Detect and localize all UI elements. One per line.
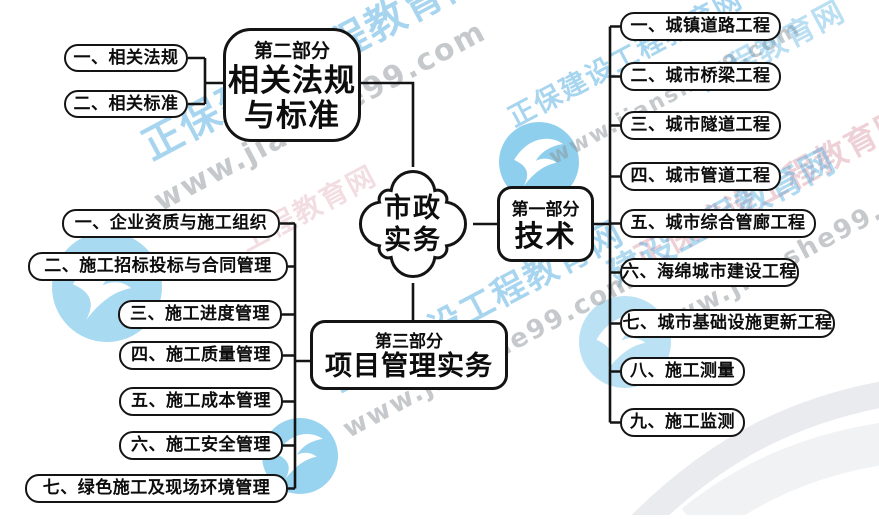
root-node-label-line2: 实务: [384, 225, 442, 256]
part1-item: 九、施工监测: [620, 408, 745, 437]
part1-item: 五、城市综合管廊工程: [620, 209, 816, 238]
brand-logo-watermark: [499, 122, 579, 202]
part1-label: 第一部分: [511, 200, 580, 221]
part1-item: 六、海绵城市建设工程: [620, 258, 799, 287]
part3-item: 四、施工质量管理: [119, 341, 283, 370]
node-part2-regulations: 第二部分 相关法规 与标准: [223, 28, 361, 142]
part2-item: 一、相关法规: [64, 44, 188, 72]
part1-item: 二、城市桥梁工程: [620, 62, 781, 91]
part1-item: 四、城市管道工程: [620, 162, 781, 191]
corner-swoosh-decoration: [681, 423, 879, 519]
part3-item: 五、施工成本管理: [119, 387, 283, 416]
part3-item: 三、施工进度管理: [118, 300, 282, 329]
part3-label: 第三部分: [375, 332, 443, 353]
part2-item: 二、相关标准: [64, 90, 188, 118]
root-node-label-line1: 市政: [384, 192, 442, 224]
node-part1-technology: 第一部分 技术: [497, 186, 594, 262]
part1-item: 一、城镇道路工程: [620, 12, 781, 41]
part2-title: 相关法规 与标准: [228, 63, 356, 134]
part3-item: 二、施工招标投标与合同管理: [28, 252, 288, 281]
part3-item: 七、绿色施工及现场环境管理: [25, 474, 288, 503]
part2-label: 第二部分: [253, 40, 330, 63]
part1-item: 三、城市隧道工程: [620, 111, 781, 140]
root-node: 市政 实务: [353, 191, 473, 259]
part3-item: 一、企业资质与施工组织: [62, 209, 280, 238]
part1-item: 七、城市基础设施更新工程: [620, 309, 835, 338]
part1-title: 技术: [514, 219, 577, 254]
corner-swoosh-decoration: [630, 381, 879, 519]
node-part3-management: 第三部分 项目管理实务: [310, 320, 508, 390]
part1-item: 八、施工测量: [620, 357, 745, 386]
part3-item: 六、施工安全管理: [119, 431, 283, 460]
part3-title: 项目管理实务: [325, 351, 493, 383]
logo-swoosh-icon: [514, 138, 563, 187]
